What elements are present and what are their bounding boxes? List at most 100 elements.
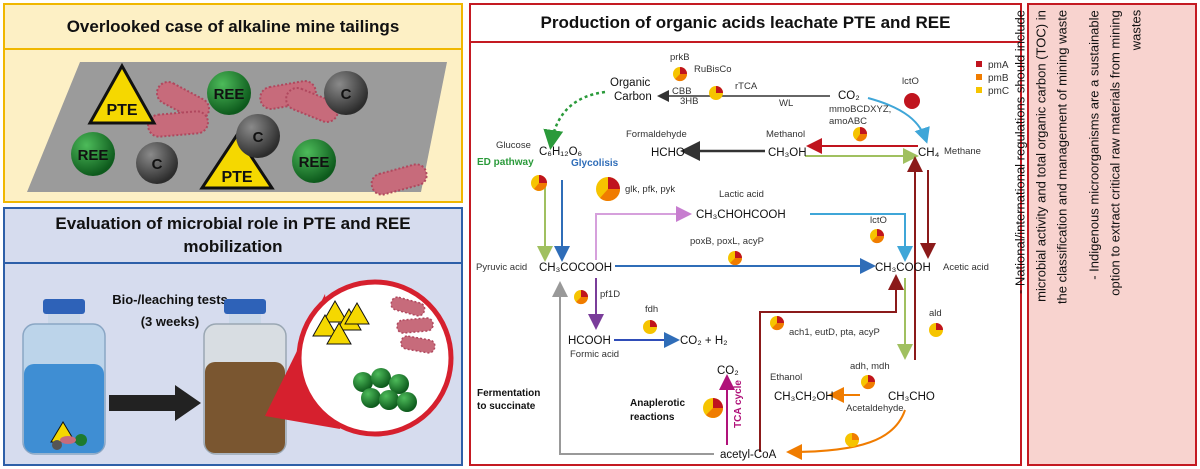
label-adh: adh, mdh — [850, 361, 890, 372]
label-co2: CO₂ — [838, 90, 860, 102]
label-fermentation-1: Fermentation — [477, 388, 540, 399]
carbon-label-1: C — [341, 86, 352, 103]
ree-label-3: REE — [299, 154, 330, 171]
pie-icon-lcto-mid — [870, 229, 885, 244]
label-formaldehyde: Formaldehyde — [626, 129, 687, 140]
pie-icon-fdh — [643, 320, 657, 334]
arrow-pyruvic-to-lactic — [595, 206, 692, 260]
conclusion-line-4: - Indigenous microorganisms are a sustai… — [1086, 10, 1102, 280]
label-rtca: rTCA — [735, 81, 758, 92]
label-ch3ch2oh: CH₃CH₂OH — [774, 391, 834, 403]
legend-swatch-pmc — [976, 87, 982, 93]
label-ald: ald — [929, 308, 942, 319]
carbon-sphere-1 — [324, 71, 368, 115]
label-methanol: Methanol — [766, 129, 805, 140]
legend-label-pma: pmA — [988, 60, 1009, 71]
label-anaplerotic-2: reactions — [630, 412, 675, 423]
label-glycolisis: Glycolisis — [571, 158, 619, 169]
conclusion-line-5: option to extract critical raw materials… — [1107, 9, 1123, 296]
conclusion-line-1: - National/international regulations sho… — [1012, 9, 1028, 295]
panel-evaluation-divider — [5, 262, 461, 264]
label-mmo-1: mmoBCDXYZ, — [829, 104, 891, 115]
leaching-duration-label: (3 weeks) — [140, 314, 200, 329]
leaching-test-label: Bio-/leaching tests — [112, 292, 228, 307]
pie-icon-3hb — [709, 86, 723, 100]
label-ethanol: Ethanol — [770, 372, 802, 383]
panel-conclusions — [1027, 3, 1197, 466]
pie-icon-ed — [531, 175, 547, 191]
label-acetic-acid: Acetic acid — [943, 262, 989, 273]
label-organic-carbon-1: Organic — [610, 77, 651, 89]
label-methane: Methane — [944, 146, 981, 157]
bacterium-1 — [155, 81, 211, 121]
panel-tailings-title: Overlooked case of alkaline mine tailing… — [66, 16, 400, 36]
legend-label-pmc: pmC — [988, 86, 1009, 97]
label-glucose-formula: C₆H₁₂O₆ — [539, 146, 583, 158]
legend-swatch-pma — [976, 61, 982, 67]
ree-sphere-3 — [292, 139, 336, 183]
legend-label-pmb: pmB — [988, 73, 1009, 84]
label-fdh: fdh — [645, 304, 658, 315]
pie-icon-methanol — [853, 127, 868, 142]
label-glk: glk, pfk, pyk — [625, 184, 675, 195]
label-organic-carbon-2: Carbon — [614, 91, 652, 103]
pie-icon-prkb — [673, 67, 688, 82]
panel-tailings-divider — [5, 48, 461, 50]
carbon-sphere-2 — [236, 114, 280, 158]
label-tca-cycle: TCA cycle — [733, 380, 744, 428]
label-acetyl-coa: acetyl-CoA — [720, 449, 777, 461]
label-glucose: Glucose — [496, 140, 531, 151]
label-pyruvic-formula: CH₃COCOOH — [539, 262, 612, 274]
label-wl: WL — [779, 98, 793, 109]
panel-organic-acids-divider — [471, 41, 1020, 43]
carbon-label-2: C — [253, 129, 264, 146]
label-ch3oh: CH₃OH — [768, 147, 807, 159]
metabolic-pathway-diagram: pmA pmB pmC prkB RuBisCo rTCA CBB 3HB WL… — [476, 52, 1009, 461]
conclusion-line-3: the classification and management of min… — [1054, 9, 1070, 305]
label-mmo-2: amoABC — [829, 116, 867, 127]
arrow-organic-carbon-to-glucose — [543, 90, 606, 150]
conclusion-line-2: microbial activity and total organic car… — [1033, 10, 1049, 302]
label-formic-acid: Formic acid — [570, 349, 619, 360]
label-lcto-mid: lctO — [870, 215, 887, 226]
pte-triangle-1 — [87, 62, 157, 125]
label-anaplerotic-1: Anaplerotic — [630, 398, 685, 409]
label-co2-h2: CO₂ + H₂ — [680, 335, 728, 347]
conclusion-line-6: wastes — [1128, 9, 1144, 51]
label-lactic-formula: CH₃CHOHCOOH — [696, 209, 786, 221]
arrow-acetaldehyde-to-acetylcoa — [786, 409, 906, 460]
carbon-label-3: C — [152, 156, 163, 173]
pie-icon-anaplerotic — [703, 398, 723, 418]
leaching-illustration — [22, 279, 454, 455]
bottle-after — [203, 299, 287, 455]
pte-label-2: PTE — [221, 169, 252, 186]
label-prkb: prkB — [670, 52, 690, 63]
pte-triangle-2 — [199, 132, 275, 190]
panel-evaluation-title: Evaluation of microbial role in PTE and … — [55, 214, 411, 256]
label-ch4: CH₄ — [918, 147, 940, 159]
ree-label-2: REE — [78, 147, 109, 164]
label-pf1d: pf1D — [600, 289, 620, 300]
pie-icon-ald — [929, 323, 943, 337]
panel-organic-acids-title: Production of organic acids leachate PTE… — [540, 13, 951, 32]
label-ach1: ach1, eutD, pta, acyP — [789, 327, 880, 338]
label-co2-tca: CO₂ — [717, 365, 739, 377]
pie-icon-glycolisis — [596, 177, 621, 202]
label-lcto-top: lctO — [902, 76, 919, 87]
label-rubisco: RuBisCo — [694, 64, 732, 75]
zoom-circle — [296, 279, 454, 437]
bacterium-2 — [147, 110, 209, 138]
carbon-sphere-3 — [136, 142, 178, 184]
label-lactic-acid: Lactic acid — [719, 189, 764, 200]
label-acetic-formula: CH₃COOH — [875, 262, 931, 274]
tailings-illustration: PTE PTE REE REE REE C C C — [27, 62, 447, 196]
arrow-acetylcoa-to-acetic — [759, 274, 904, 452]
label-fermentation-2: to succinate — [477, 401, 536, 412]
bacterium-5 — [370, 163, 428, 196]
label-pyruvic-acid: Pyruvic acid — [476, 262, 527, 273]
ree-sphere-1 — [207, 71, 251, 115]
label-hcooh: HCOOH — [568, 335, 611, 347]
label-cbb: CBB — [672, 86, 692, 97]
pie-icon-lcto-top — [904, 93, 920, 109]
legend-swatch-pmb — [976, 74, 982, 80]
